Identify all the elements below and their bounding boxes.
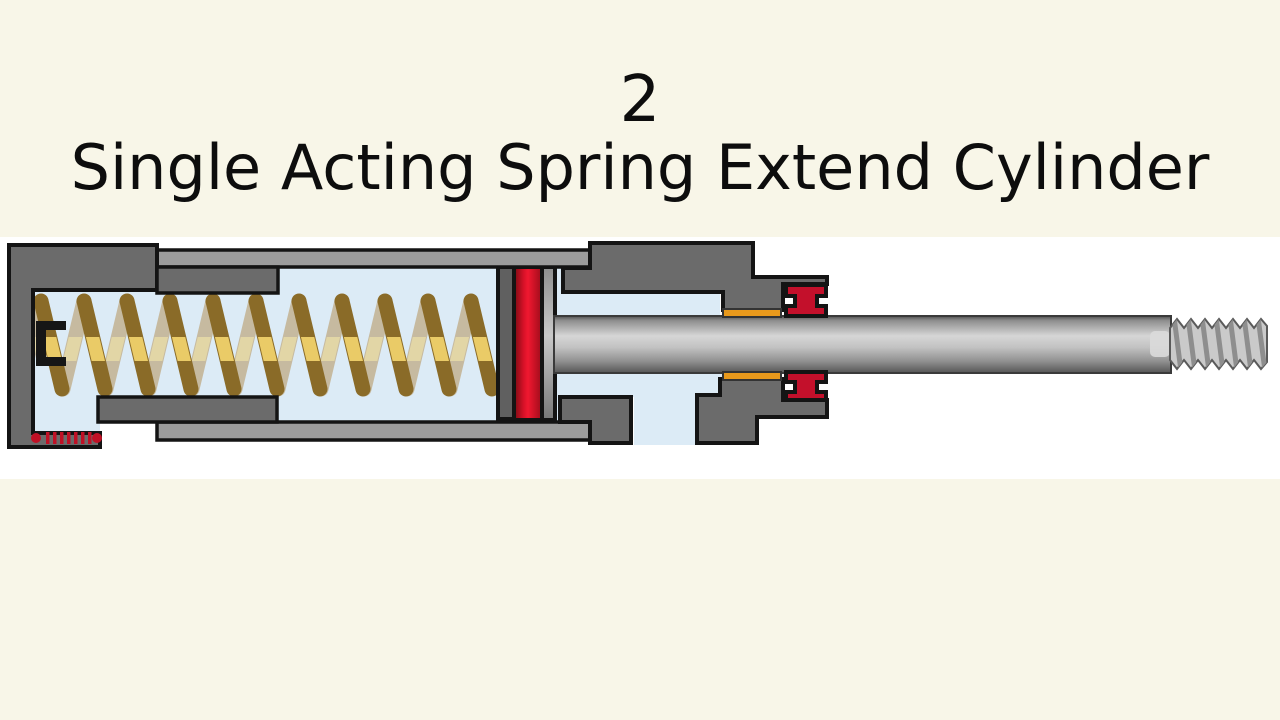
cap-plug-bottom: [96, 395, 279, 424]
rod-bushing-top: [722, 308, 782, 318]
barrel-bottom-wall: [155, 420, 592, 442]
rod-end-chamfer: [1150, 331, 1170, 357]
slide-title: Single Acting Spring Extend Cylinder: [70, 131, 1210, 204]
rod-end-head: [558, 241, 829, 445]
piston-seal-red: [512, 265, 544, 422]
head-bottom-left: [558, 395, 633, 445]
spring-retainer-bracket: [36, 321, 66, 366]
barrel-top-wall: [155, 248, 592, 269]
piston-back-ring: [496, 265, 516, 421]
return-spring: [12, 293, 500, 397]
cylinder-barrel: [155, 248, 592, 442]
rod-seal-bottom: [784, 370, 828, 402]
rod-bushing-bottom: [722, 371, 782, 381]
air-port-channel: [634, 397, 695, 445]
rod-seal-top: [784, 283, 828, 318]
piston-rod: [553, 315, 1268, 374]
piston: [496, 265, 557, 422]
rear-end-cap: [7, 243, 280, 449]
slide-number: 2: [619, 63, 661, 137]
vent-port-dashes: [31, 432, 102, 444]
cap-plug-top: [155, 265, 280, 295]
rod-thread-shading: [1171, 319, 1267, 369]
